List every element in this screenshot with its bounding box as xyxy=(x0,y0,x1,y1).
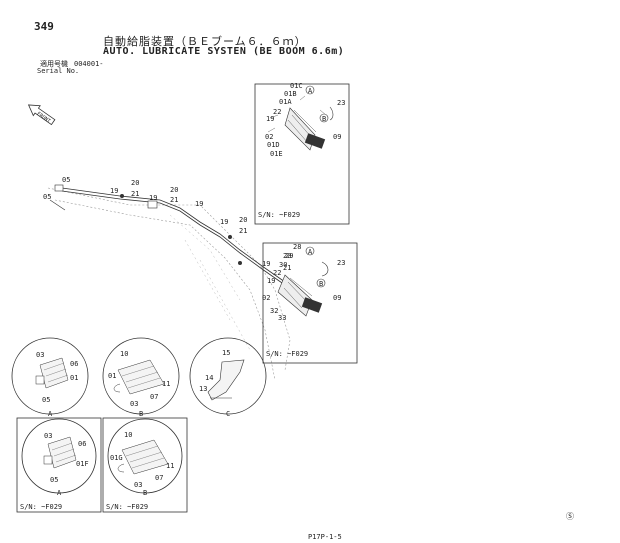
detail-a-2-letter: A xyxy=(57,489,62,497)
title-english: AUTO. LUBRICATE SYSTEN (BE BOOM 6.6m) xyxy=(103,46,345,57)
callout-19-b: 19 xyxy=(149,194,157,202)
detail-b-2-callout-07: 07 xyxy=(155,474,163,482)
title-japanese: 自動給脂装置（ＢＥブーム６．６ｍ） xyxy=(103,35,307,48)
serial-label-jp: 適用号機 xyxy=(40,60,68,68)
detail-b-2: 10 01G 11 07 03 B S/N: ~F029 xyxy=(102,417,188,513)
callout-19-mid: 19 xyxy=(267,277,275,285)
callout-23: 23 xyxy=(337,99,345,107)
detail-a-2-callout-01f: 01F xyxy=(76,460,89,468)
detail-a-2: 03 06 01F 05 A S/N: ~F029 xyxy=(16,417,102,513)
detail-b-2-callout-03: 03 xyxy=(134,481,142,489)
callout-32: 32 xyxy=(270,307,278,315)
callout-20-b: 20 xyxy=(170,186,178,194)
page-number: 349 xyxy=(34,20,54,33)
callout-20-c: 20 xyxy=(239,216,247,224)
detail-b-1: 10 01 11 07 03 B xyxy=(102,337,180,418)
callout-19-c: 19 xyxy=(195,200,203,208)
mid-inset-serial: S/N: ~F029 xyxy=(266,350,308,358)
callout-21-a: 21 xyxy=(131,190,139,198)
detail-b-1-callout-01: 01 xyxy=(108,372,116,380)
detail-a-1-letter: A xyxy=(48,410,53,418)
detail-c-callout-14: 14 xyxy=(205,374,213,382)
callout-01a: 01A xyxy=(279,98,292,106)
callout-21-d: 21 xyxy=(283,264,291,272)
callout-20-d: 20 xyxy=(283,252,291,260)
callout-01e: 01E xyxy=(270,150,283,158)
detail-b-1-letter: B xyxy=(139,410,143,418)
front-label: FRONT xyxy=(36,111,52,125)
callout-01c: 01C xyxy=(290,82,303,90)
callout-20-a: 20 xyxy=(131,179,139,187)
detail-b-2-serial: S/N: ~F029 xyxy=(106,503,148,511)
detail-b-1-callout-03: 03 xyxy=(130,400,138,408)
detail-a-1-callout-06: 06 xyxy=(70,360,78,368)
callout-33: 33 xyxy=(278,314,286,322)
callout-02: 02 xyxy=(265,133,273,141)
callout-02-mid: 02 xyxy=(262,294,270,302)
top-inset: A B 01C 01B 01A 22 19 02 01D 01E 23 09 S… xyxy=(254,82,350,225)
callout-09-mid: 09 xyxy=(333,294,341,302)
detail-a-1-callout-03: 03 xyxy=(36,351,44,359)
callout-22: 22 xyxy=(273,108,281,116)
detail-a-2-callout-03: 03 xyxy=(44,432,52,440)
detail-b-1-callout-10: 10 xyxy=(120,350,128,358)
callout-19-d: 19 xyxy=(220,218,228,226)
detail-a-2-serial: S/N: ~F029 xyxy=(20,503,62,511)
detail-b-1-callout-07: 07 xyxy=(150,393,158,401)
detail-a-2-callout-05: 05 xyxy=(50,476,58,484)
callout-29: 29 xyxy=(285,252,293,260)
callout-19: 19 xyxy=(266,115,274,123)
drawing-code: P17P-1-5 xyxy=(308,533,342,541)
mid-inset-view-b: B xyxy=(319,280,323,288)
detail-c: 15 14 13 C xyxy=(189,337,267,418)
serial-label-en: Serial No. xyxy=(37,67,80,75)
detail-c-callout-13: 13 xyxy=(199,385,207,393)
callout-21-c: 21 xyxy=(239,227,247,235)
detail-c-callout-15: 15 xyxy=(222,349,230,357)
callout-01d: 01D xyxy=(267,141,280,149)
detail-a-1-callout-05: 05 xyxy=(42,396,50,404)
callout-19-e: 19 xyxy=(262,260,270,268)
mid-inset-view-a: A xyxy=(308,248,313,256)
callout-28: 28 xyxy=(293,243,301,251)
boom-structure xyxy=(47,184,291,381)
detail-b-2-callout-10: 10 xyxy=(124,431,132,439)
callout-01b: 01B xyxy=(284,90,297,98)
callout-05-a: 05 xyxy=(62,176,70,184)
serial-value: 004001- xyxy=(74,60,104,68)
callout-05-b: 05 xyxy=(43,193,51,201)
detail-b-2-letter: B xyxy=(143,489,147,497)
top-inset-view-a: A xyxy=(308,87,313,95)
detail-a-1: 03 06 01 05 A xyxy=(11,337,89,418)
top-inset-serial: S/N: ~F029 xyxy=(258,211,300,219)
detail-b-2-callout-11: 11 xyxy=(166,462,174,470)
callout-23-mid: 23 xyxy=(337,259,345,267)
detail-b-1-callout-11: 11 xyxy=(162,380,170,388)
front-arrow: FRONT xyxy=(27,104,56,126)
detail-c-letter: C xyxy=(226,410,230,418)
detail-b-2-callout-01g: 01G xyxy=(110,454,123,462)
callout-19-a: 19 xyxy=(110,187,118,195)
callout-22-mid: 22 xyxy=(273,269,281,277)
detail-a-2-callout-06: 06 xyxy=(78,440,86,448)
mid-inset: A B 28 29 30 22 19 02 32 33 23 09 S/N: ~… xyxy=(262,242,358,364)
top-inset-view-b: B xyxy=(322,115,326,123)
s-mark: Ⓢ xyxy=(566,512,574,521)
callout-21-b: 21 xyxy=(170,196,178,204)
callout-30: 30 xyxy=(279,261,287,269)
callout-09: 09 xyxy=(333,133,341,141)
detail-a-1-callout-01: 01 xyxy=(70,374,78,382)
